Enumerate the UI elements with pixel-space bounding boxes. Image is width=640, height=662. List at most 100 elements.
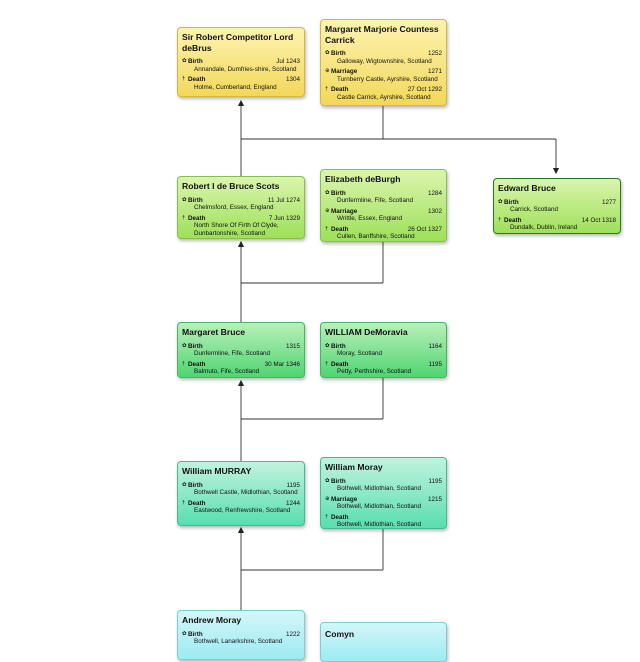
birth-icon: ✿ — [325, 50, 330, 56]
event-label: Birth — [331, 50, 346, 57]
event-date: 7 Jun 1329 — [268, 214, 300, 222]
event-place: Petty, Perthshire, Scotland — [337, 368, 412, 376]
death-icon: † — [325, 513, 329, 520]
event-label: Death — [331, 360, 349, 368]
event-label: Death — [331, 86, 349, 94]
event-place: Bothwell, Midlothian, Scotland — [337, 503, 422, 511]
event-label: Death — [504, 216, 522, 224]
person-name: WILLIAM DeMoravia — [325, 327, 408, 337]
event-date: 1195 — [286, 481, 300, 489]
birth-icon: ✿ — [498, 198, 503, 205]
event-place: Bothwell, Midlothian, Scotland — [337, 485, 422, 493]
event-date: 27 Oct 1292 — [407, 86, 442, 94]
event-place: Moray, Scotland — [337, 350, 383, 358]
event-date: 1304 — [285, 76, 300, 84]
event-place: Dundalk, Dublin, Ireland — [510, 224, 578, 232]
event-label: Birth — [188, 58, 203, 65]
event-date: 1222 — [285, 630, 300, 638]
event-place: Holme, Cumberland, England — [194, 83, 277, 91]
person-card-comyn[interactable]: Comyn — [320, 622, 447, 662]
event-label: Birth — [188, 481, 203, 489]
birth-icon: ✿ — [325, 477, 330, 484]
event-label: Birth — [188, 196, 203, 204]
death-icon: † — [325, 360, 329, 367]
death-icon: † — [325, 86, 329, 93]
event-label: Birth — [188, 342, 203, 350]
event-label: Death — [188, 76, 206, 84]
event-label: Birth — [331, 342, 346, 350]
birth-icon: ✿ — [182, 481, 187, 488]
death-icon: † — [182, 214, 186, 221]
event-label: Birth — [188, 630, 203, 638]
birth-icon: ✿ — [182, 630, 187, 637]
event-header: †Death — [325, 514, 442, 522]
person-name: Margaret Marjorie Countess Carrick — [325, 24, 439, 45]
person-card-margaret-marjorie[interactable]: Margaret Marjorie Countess Carrick ✿Birt… — [320, 19, 447, 106]
marriage-icon: ⊕ — [325, 207, 330, 214]
event-place: Eastwood, Renfrewshire, Scotland — [194, 507, 291, 515]
event-header: ✿Birth 1222 — [182, 631, 300, 639]
birth-icon: ✿ — [325, 189, 330, 196]
marriage-icon: ⊕ — [325, 495, 330, 502]
event-place: Dunfermline, Fife, Scotland — [337, 197, 413, 205]
person-name: Margaret Bruce — [182, 327, 246, 337]
person-name: William Moray — [325, 462, 383, 472]
event-header: ✿Birth 1195 — [182, 482, 300, 490]
event-place: Castle Carrick, Ayrshire, Scotland — [337, 93, 431, 101]
event-place: Galloway, Wigtownshire, Scotland — [337, 57, 432, 65]
family-tree-canvas: Sir Robert Competitor Lord deBrus ✿Birth… — [177, 19, 621, 662]
birth-icon: ✿ — [325, 342, 330, 349]
death-icon: † — [182, 76, 186, 83]
event-date: 1244 — [285, 499, 300, 507]
event-date: 14 Oct 1318 — [581, 216, 616, 224]
event-place: Cullen, Banffshire, Scotland — [337, 233, 415, 241]
event-header: †Death 1304 — [182, 76, 300, 84]
event-place: Bothwell, Lanarkshire, Scotland — [194, 638, 283, 646]
person-name: William MURRAY — [182, 466, 252, 476]
person-card-robert-competitor[interactable]: Sir Robert Competitor Lord deBrus ✿Birth… — [177, 27, 305, 97]
event-date: 1195 — [428, 360, 442, 368]
event-label: Death — [331, 513, 349, 521]
event-label: Marriage — [331, 495, 358, 503]
